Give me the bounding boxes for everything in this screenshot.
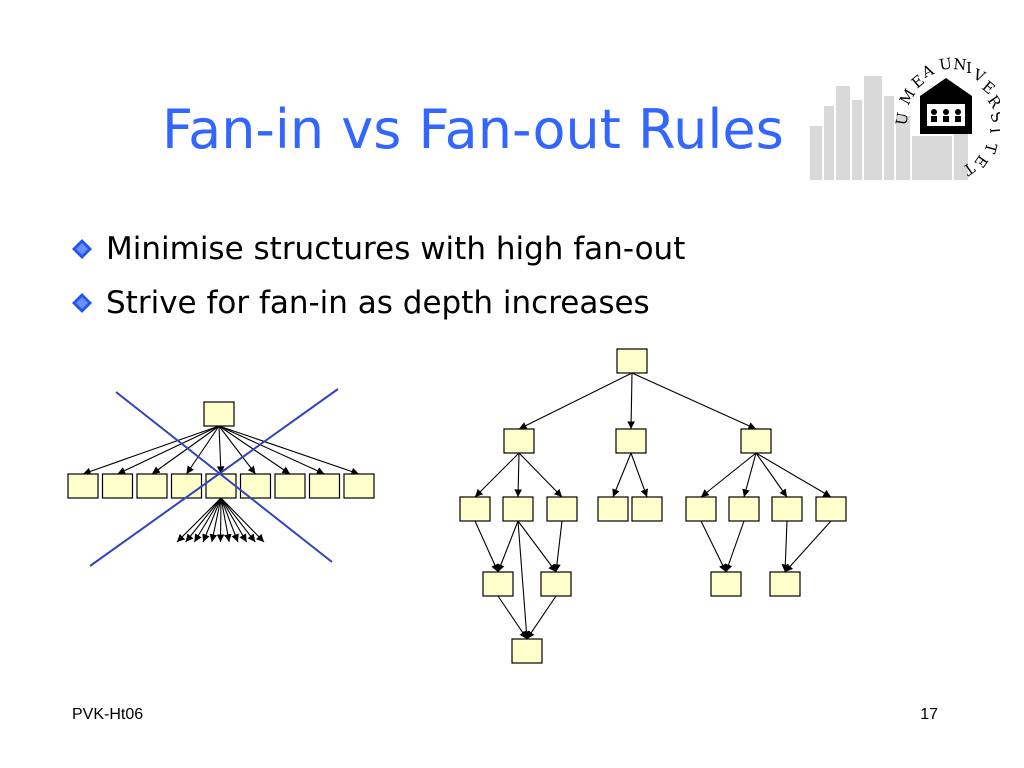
module-box <box>308 473 341 499</box>
blue-diamond-bullet-icon <box>72 239 92 259</box>
module-box <box>771 496 803 522</box>
call-arrow <box>517 520 557 573</box>
call-arrow <box>553 520 563 573</box>
svg-text:N: N <box>953 56 968 74</box>
module-box <box>616 348 648 374</box>
cross-line <box>115 391 333 563</box>
call-arrow <box>755 452 788 498</box>
bullet-item: Strive for fan-in as depth increases <box>70 276 685 330</box>
call-arrow <box>220 497 265 543</box>
call-arrow <box>82 425 220 476</box>
call-arrow <box>117 425 220 475</box>
slide-number: 17 <box>920 706 938 723</box>
module-box <box>170 473 203 499</box>
call-arrow <box>526 595 557 640</box>
svg-text:U: U <box>938 56 953 74</box>
module-box <box>769 571 801 597</box>
call-arrow <box>220 497 232 543</box>
fan-in-diagram <box>459 348 847 664</box>
call-arrow <box>216 497 225 543</box>
bullet-text: Minimise structures with high fan-out <box>106 231 686 267</box>
module-box <box>685 496 717 522</box>
call-arrow <box>151 425 220 475</box>
university-logo: U M E A U N I V E R S I T E T <box>810 56 1000 180</box>
call-arrow <box>497 520 519 573</box>
cross-line <box>89 388 339 567</box>
city-silhouette <box>810 76 968 180</box>
bullet-text: Strive for fan-in as depth increases <box>106 285 650 321</box>
call-arrow <box>218 425 291 475</box>
module-box <box>546 496 578 522</box>
module-box <box>205 473 237 499</box>
call-arrow <box>220 497 239 543</box>
call-arrow <box>784 520 832 573</box>
module-box <box>136 473 168 499</box>
call-arrow <box>220 497 248 543</box>
call-arrow <box>700 520 727 573</box>
call-arrow <box>202 497 222 543</box>
call-arrow <box>781 520 790 573</box>
call-arrow <box>755 452 832 498</box>
svg-text:I: I <box>986 127 1000 135</box>
svg-text:S: S <box>986 109 1000 125</box>
call-arrow <box>517 520 531 640</box>
module-box <box>101 473 134 499</box>
slide-title: Fan-in vs Fan-out Rules <box>162 98 784 161</box>
module-box <box>343 473 375 499</box>
umea-university-seal-icon <box>920 78 972 134</box>
call-arrow <box>218 425 256 475</box>
high-fan-out-diagram <box>67 388 375 567</box>
call-arrow <box>742 452 757 498</box>
footer-course-code: PVK-Ht06 <box>72 706 144 723</box>
blue-diamond-bullet-icon <box>72 293 92 313</box>
call-arrow <box>627 372 635 430</box>
module-box <box>482 571 514 597</box>
call-arrow <box>209 497 222 543</box>
call-arrow <box>630 452 648 498</box>
module-box <box>597 496 629 522</box>
call-arrow <box>186 425 220 475</box>
call-arrow <box>474 520 499 573</box>
call-arrow <box>724 520 745 573</box>
call-arrow <box>474 452 520 498</box>
call-arrow <box>700 452 757 498</box>
module-box <box>502 496 534 522</box>
module-box <box>540 571 572 597</box>
call-arrow <box>193 497 222 543</box>
module-box <box>710 571 742 597</box>
module-box <box>67 473 99 499</box>
module-box <box>615 428 647 454</box>
module-box <box>728 496 760 522</box>
module-box <box>815 496 847 522</box>
bullet-item: Minimise structures with high fan-out <box>70 222 685 276</box>
call-arrow <box>612 452 632 498</box>
call-arrow <box>185 497 222 543</box>
call-arrow <box>518 372 633 430</box>
call-arrow <box>631 372 757 430</box>
module-box <box>274 473 306 499</box>
svg-text:I: I <box>966 59 972 77</box>
module-box <box>511 638 543 664</box>
call-arrow <box>518 452 563 498</box>
module-box <box>503 428 535 454</box>
call-arrow <box>497 595 528 640</box>
svg-text:T: T <box>981 141 1000 155</box>
call-arrow <box>220 497 256 543</box>
module-box <box>631 496 663 522</box>
call-arrow <box>218 425 325 475</box>
call-arrow <box>218 425 360 476</box>
module-box <box>740 428 772 454</box>
call-arrow <box>514 452 523 498</box>
call-arrow <box>216 425 225 475</box>
bullet-list: Minimise structures with high fan-out St… <box>70 222 685 330</box>
call-arrow <box>176 497 222 543</box>
module-box <box>203 401 235 427</box>
svg-text:U: U <box>892 111 912 127</box>
module-box <box>459 496 491 522</box>
